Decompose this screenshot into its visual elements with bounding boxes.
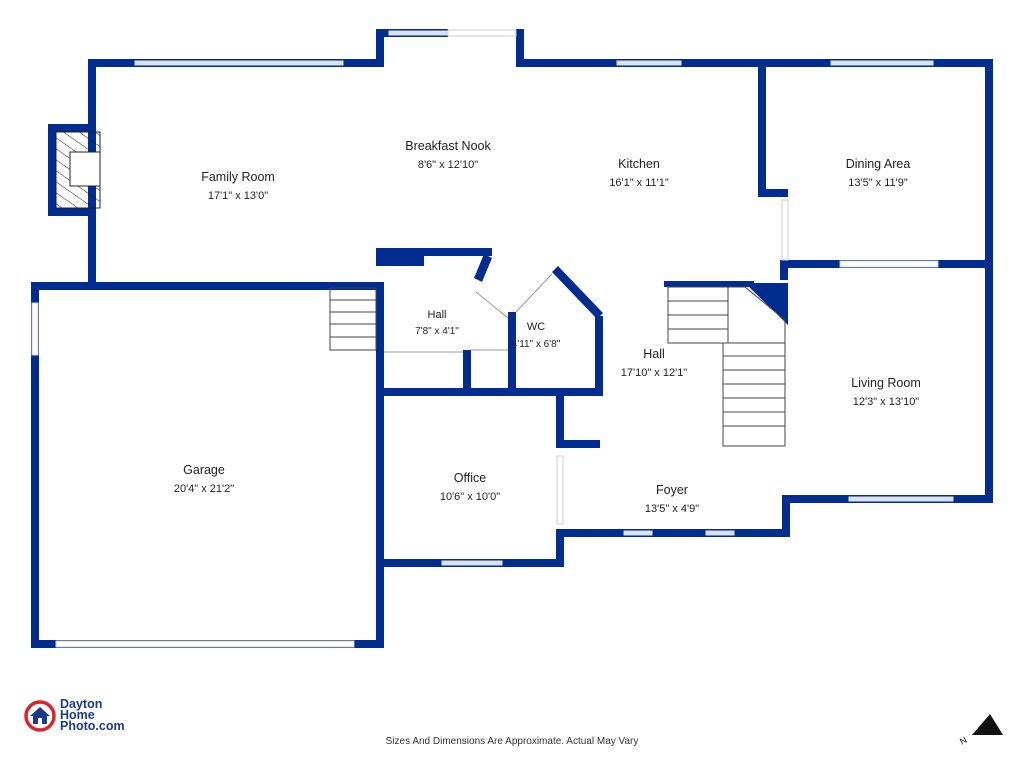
wall-segment (556, 440, 600, 448)
logo-line-2: Home (60, 708, 95, 722)
room-name-breakfast-nook: Breakfast Nook (405, 139, 491, 153)
wall-segment (48, 208, 96, 216)
north-arrow-icon (972, 714, 1003, 735)
wall-segment (48, 124, 56, 216)
house-logo-icon (24, 699, 56, 732)
room-name-family-room: Family Room (201, 170, 275, 184)
room-name-foyer: Foyer (656, 483, 688, 497)
logo-line-1: Dayton (60, 697, 103, 711)
room-name-hall-main: Hall (643, 347, 665, 361)
wall-segment (376, 248, 492, 256)
room-dims-family-room: 17'1" x 13'0" (208, 190, 268, 202)
room-dims-breakfast-nook: 8'6" x 12'10" (418, 159, 478, 171)
wall-segment (782, 495, 790, 537)
wall-segment (745, 283, 788, 325)
room-dims-living-room: 12'3" x 13'10" (853, 396, 920, 408)
logo-line-3: Photo.com (60, 719, 125, 733)
wall-segment (474, 254, 492, 282)
room-labels: Family Room 17'1" x 13'0" Breakfast Nook… (174, 139, 921, 515)
wall-segment (376, 388, 600, 396)
door-openings (31, 29, 939, 648)
wall-segment (516, 29, 524, 67)
room-name-office: Office (454, 471, 486, 485)
fireplace (55, 131, 101, 209)
room-dims-dining-area: 13'5" x 11'9" (848, 177, 908, 189)
compass-label: N (958, 735, 969, 747)
wall-segment (664, 281, 754, 287)
logo-text: Dayton Home Photo.com (60, 697, 125, 733)
wall-segment (31, 282, 39, 648)
wall-segment (556, 529, 564, 567)
room-name-living-room: Living Room (851, 376, 920, 390)
room-dims-foyer: 13'5" x 4'9" (645, 503, 699, 515)
wall-segment (595, 316, 603, 396)
wall-segment (552, 266, 603, 319)
room-dims-hall-main: 17'10" x 12'1" (621, 367, 688, 379)
room-name-garage: Garage (183, 463, 225, 477)
room-dims-garage: 20'4" x 21'2" (174, 483, 234, 495)
compass: N (958, 714, 1003, 747)
room-name-dining-area: Dining Area (846, 157, 911, 171)
wall-segment (48, 124, 96, 132)
logo: Dayton Home Photo.com (24, 697, 125, 733)
wall-segment (508, 312, 516, 392)
room-name-kitchen: Kitchen (618, 157, 660, 171)
room-dims-hall-small: 7'8" x 4'1" (415, 326, 459, 337)
room-dims-office: 10'6" x 10'0" (440, 491, 500, 503)
wall-segment (31, 282, 384, 290)
wall-segment (376, 248, 424, 266)
wall-segment (463, 350, 471, 392)
wall-segment (758, 189, 788, 197)
room-name-hall-small: Hall (428, 309, 447, 321)
wall-segment (376, 29, 384, 67)
staircase-main (667, 286, 786, 447)
footer-disclaimer: Sizes And Dimensions Are Approximate. Ac… (385, 736, 639, 747)
wall-segment (758, 59, 766, 197)
wall-segment (516, 59, 992, 67)
room-dims-kitchen: 16'1" x 11'1" (609, 177, 669, 189)
windows (133, 29, 955, 567)
staircase-left (329, 287, 377, 351)
room-name-wc: WC (527, 321, 545, 333)
room-dims-wc: 4'11" x 6'8" (512, 339, 561, 350)
wall-segment (556, 388, 564, 448)
interior-lines (384, 273, 553, 353)
wall-segment (985, 59, 993, 503)
wall-segment (556, 529, 790, 537)
wall-segment (376, 282, 384, 648)
wall-segment (780, 260, 788, 280)
